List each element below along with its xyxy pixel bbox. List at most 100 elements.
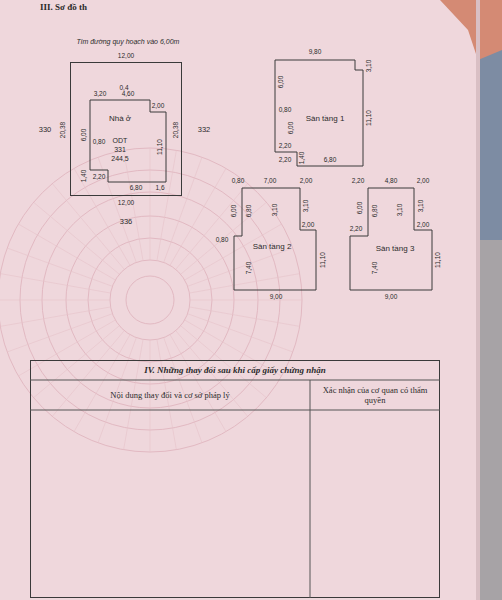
dimension-label: 20,38: [172, 122, 179, 138]
drum-ray: [52, 184, 124, 270]
dimension-label: 2,20: [93, 173, 106, 180]
drum-ray: [190, 300, 302, 301]
dimension-label: 0,80: [279, 106, 292, 113]
dimension-label: 6,00: [80, 129, 87, 142]
parcel-number: 336: [120, 218, 133, 226]
dimension-label: 7,40: [371, 262, 378, 275]
drum-ray: [157, 150, 176, 260]
dimension-label: 2,00: [302, 221, 315, 228]
dimension-label: 20,38: [59, 122, 66, 138]
dimension-label: 6,80: [371, 205, 378, 218]
dimension-label: 3,10: [271, 204, 278, 217]
cloth: [440, 0, 502, 60]
dimension-label: 3,20: [94, 90, 107, 97]
dimension-label: 7,00: [264, 177, 277, 184]
dimension-label: 2,00: [417, 177, 430, 184]
drum-ray: [188, 314, 293, 352]
dimension-label: 4,80: [385, 177, 398, 184]
dimension-label: 0,80: [216, 236, 229, 243]
dimension-label: 12,00: [118, 52, 134, 59]
drum-ray: [0, 300, 110, 301]
border: [31, 361, 440, 598]
drum-ray: [34, 326, 120, 398]
changes-table: IV. Những thay đổi sau khi cấp giấy chứn…: [30, 360, 440, 598]
dimension-label: 9,80: [309, 48, 322, 55]
dimension-label: 3,10: [365, 60, 372, 73]
drum-ray: [74, 168, 130, 265]
node-label: 244,5: [111, 155, 129, 162]
dimension-label: 3,10: [302, 200, 309, 213]
node-label: Sàn tầng 3: [376, 244, 415, 253]
section-title: III. Sơ đồ th: [40, 2, 87, 12]
node-label: Sàn tầng 1: [306, 114, 345, 123]
dimension-label: 4,60: [122, 90, 135, 97]
dimension-label: 2,20: [279, 156, 292, 163]
dimension-label: 9,00: [270, 293, 283, 300]
drum-ray: [0, 307, 110, 326]
drum-ray: [34, 202, 120, 274]
table-rule: [30, 410, 440, 411]
drum-ray: [189, 307, 299, 326]
drum-ray: [98, 157, 136, 262]
node-label: Sàn tầng 2: [253, 242, 292, 251]
dimension-label: 2,00: [300, 177, 313, 184]
dimension-label: 6,80: [245, 205, 252, 218]
dimension-label: 6,80: [130, 184, 143, 191]
dimension-label: 2,20: [279, 142, 292, 149]
drum-ray: [150, 148, 151, 260]
drum-ray: [7, 248, 112, 286]
dimension-label: 2,00: [152, 102, 165, 109]
drum-ray: [181, 202, 267, 274]
node-label: 331: [114, 146, 126, 153]
drum-ray: [170, 335, 226, 432]
cell-text: Xác nhận của cơ quan có thẩm quyền: [315, 385, 435, 405]
dimension-label: 6,00: [277, 76, 284, 89]
dimension-label: 11,10: [365, 110, 372, 126]
footprint-outline: [275, 60, 363, 166]
dimension-label: 7,40: [245, 262, 252, 275]
parcel-number: 330: [39, 126, 52, 134]
dimension-label: 2,20: [350, 225, 363, 232]
drum-ray: [170, 168, 226, 265]
dimension-label: 1,6: [155, 184, 164, 191]
dimension-label: 2,00: [417, 221, 430, 228]
dimension-label: 11,10: [434, 252, 441, 268]
dimension-label: 9,00: [385, 293, 398, 300]
dimension-label: 0,80: [93, 138, 106, 145]
dimension-label: 6,00: [287, 122, 294, 135]
drum-pattern: [0, 148, 302, 452]
toy-plate: [478, 40, 502, 240]
section-heading: IV. Những thay đổi sau khi cấp giấy chứn…: [144, 365, 326, 375]
node-label: Nhà ở: [109, 114, 131, 123]
drum-ray: [0, 274, 110, 293]
dimension-label: 11,10: [319, 252, 326, 268]
dimension-label: 3,10: [396, 204, 403, 217]
dimension-label: 6,00: [230, 205, 237, 218]
dimension-label: 12,00: [118, 199, 134, 206]
paper-edge: [476, 0, 480, 600]
drum-ray: [185, 224, 282, 280]
drum-ray: [52, 331, 124, 417]
parcel-number: 332: [198, 126, 211, 134]
dimension-label: 2,20: [352, 177, 365, 184]
dimension-label: 0,80: [232, 177, 245, 184]
drum-ray: [188, 248, 293, 286]
dimension-label: 6,80: [324, 156, 337, 163]
dimension-label: 6,00: [356, 202, 363, 215]
table-rule: [310, 380, 311, 598]
table-header-cell: Nội dung thay đổi và cơ sở pháp lý: [30, 380, 310, 410]
drum-ray: [176, 184, 248, 270]
footprint-outline: [90, 100, 166, 182]
footprint-outline: [350, 188, 432, 290]
border: [71, 63, 182, 196]
planning-note: Tim đường quy hoạch vào 6,00m: [77, 38, 180, 46]
dimension-label: 3,10: [417, 200, 424, 213]
node-label: ODT: [113, 137, 128, 144]
footprint-outline: [234, 188, 316, 290]
table-header-cell: Xác nhận của cơ quan có thẩm quyền: [310, 380, 440, 410]
drum-ray: [181, 326, 267, 398]
drum-ray: [7, 314, 112, 352]
table-rule: [30, 380, 440, 381]
cell-text: Nội dung thay đổi và cơ sở pháp lý: [35, 390, 305, 400]
